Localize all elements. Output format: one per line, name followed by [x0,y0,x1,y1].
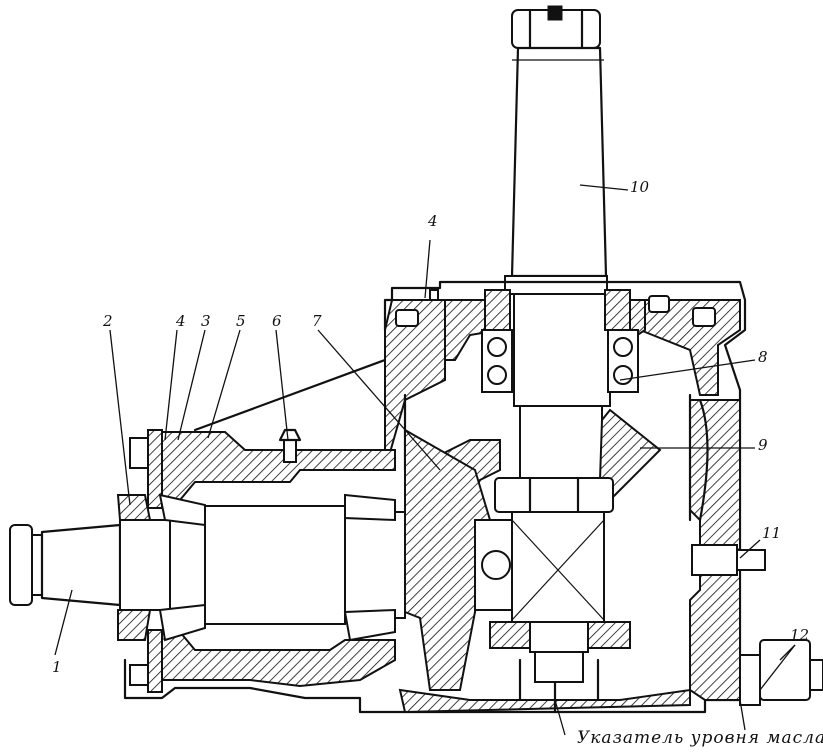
label-8: 8 [758,348,768,366]
label-4: 4 [175,312,186,330]
label-7: 7 [312,312,322,330]
oil-level-indicator [739,639,823,706]
vertical-shaft-bearings [481,289,639,393]
lower-vertical-shaft [489,511,631,714]
label-6: 6 [272,312,282,330]
label-10: 10 [630,178,650,196]
shaft-tube-housing [116,428,396,693]
label-5: 5 [236,312,246,330]
label-3: 3 [201,312,211,330]
label-4-top: 4 [427,212,438,230]
label-1: 1 [52,658,62,676]
leader-lines [54,184,796,736]
label-11: 11 [762,524,781,542]
label-12: 12 [790,626,809,644]
top-flange-bolts [395,289,716,327]
vertical-shaft [504,5,611,481]
oil-level-note: Указатель уровня масла [577,728,823,748]
label-9: 9 [758,436,768,454]
input-shaft-assembly [9,428,766,691]
label-2: 2 [102,312,113,330]
